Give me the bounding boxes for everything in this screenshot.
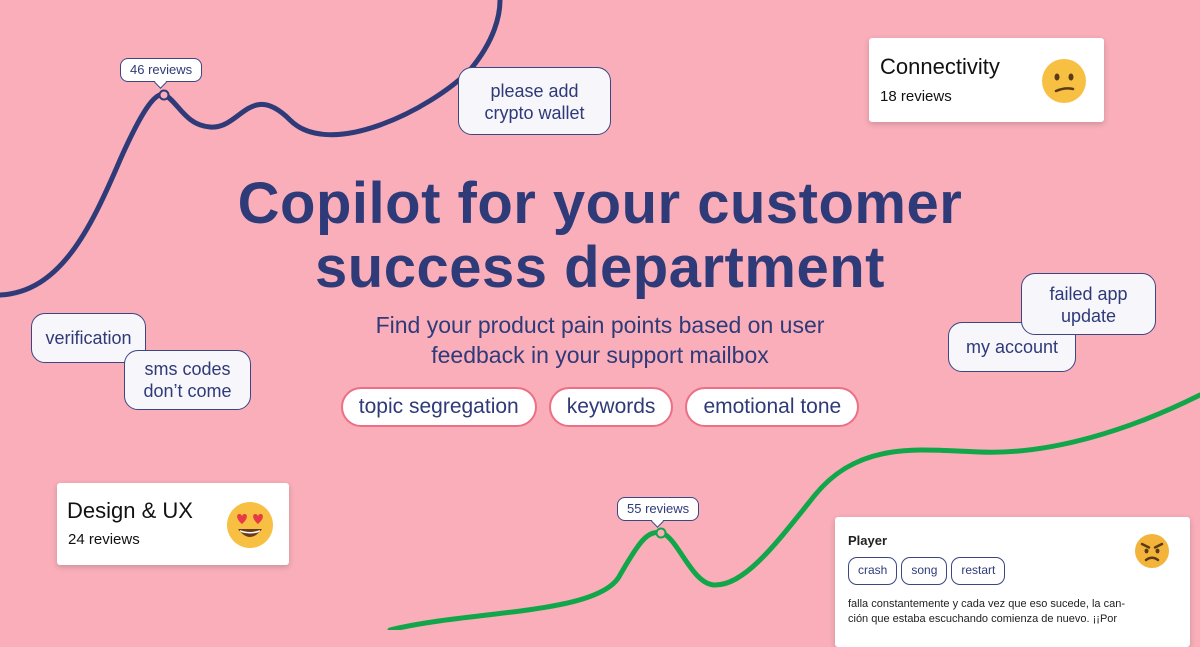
navy-trend-line — [0, 0, 503, 298]
keyword-bubble-failed-app-update: failed app update — [1021, 273, 1156, 335]
review-card-player-title: Player — [848, 533, 888, 548]
keyword-chip-song: song — [901, 557, 948, 585]
review-text-line-1: falla constantemente y cada vez que eso … — [848, 598, 1126, 610]
review-count-tag-top: 46 reviews — [120, 58, 203, 82]
keyword-bubble-failed-line-1: failed app — [1049, 284, 1128, 304]
trend-curves — [0, 0, 1200, 630]
topic-card-connectivity-count: 18 reviews — [880, 88, 952, 105]
topic-card-connectivity: Connectivity 18 reviews — [869, 38, 1104, 122]
keyword-bubble-crypto-wallet: please add crypto wallet — [458, 67, 611, 135]
keyword-bubble-verification-label: verification — [45, 328, 132, 348]
feature-pills: topic segregation keywords emotional ton… — [0, 387, 1200, 427]
review-count-tag-bottom: 55 reviews — [617, 497, 700, 521]
angry-face-icon — [1135, 534, 1169, 568]
heart-eyes-face-icon — [227, 502, 273, 548]
page-subheadline: Find your product pain points based on u… — [0, 310, 1200, 370]
keyword-bubble-my-account-label: my account — [965, 337, 1059, 357]
review-card-player-text: falla constantemente y cada vez que eso … — [848, 597, 1125, 627]
keyword-chip-crash: crash — [848, 557, 898, 585]
topic-card-connectivity-title: Connectivity — [880, 54, 1000, 79]
review-text-line-2: ción que estaba escuchando comienza de n… — [848, 613, 1118, 625]
topic-card-design-ux-count: 24 reviews — [68, 531, 140, 548]
green-peak-dot — [655, 527, 667, 539]
keyword-bubble-crypto-line-1: please add — [490, 81, 579, 101]
feature-pill-topic-segregation: topic segregation — [340, 387, 537, 427]
confused-face-icon — [1042, 59, 1086, 103]
page-headline: Copilot for your customer success depart… — [0, 172, 1200, 300]
keyword-bubble-sms-line-2: don’t come — [143, 381, 232, 401]
topic-card-design-ux: Design & UX 24 reviews — [57, 483, 289, 565]
subheadline-line-1: Find your product pain points based on u… — [375, 312, 825, 338]
feature-pill-keywords: keywords — [548, 387, 674, 427]
headline-line-1: Copilot for your customer — [237, 171, 963, 236]
navy-peak-dot — [158, 89, 170, 101]
topic-card-design-ux-title: Design & UX — [67, 498, 193, 523]
keyword-bubble-sms-line-1: sms codes — [144, 359, 231, 379]
keyword-bubble-crypto-line-2: crypto wallet — [484, 103, 585, 123]
keyword-chip-restart: restart — [951, 557, 1006, 585]
feature-pill-emotional-tone: emotional tone — [685, 387, 860, 427]
keyword-bubble-failed-line-2: update — [1060, 306, 1117, 326]
subheadline-line-2: feedback in your support mailbox — [431, 342, 769, 368]
green-trend-line — [387, 392, 1200, 630]
headline-line-2: success department — [315, 235, 885, 300]
keyword-bubble-sms-codes: sms codes don’t come — [124, 350, 251, 410]
